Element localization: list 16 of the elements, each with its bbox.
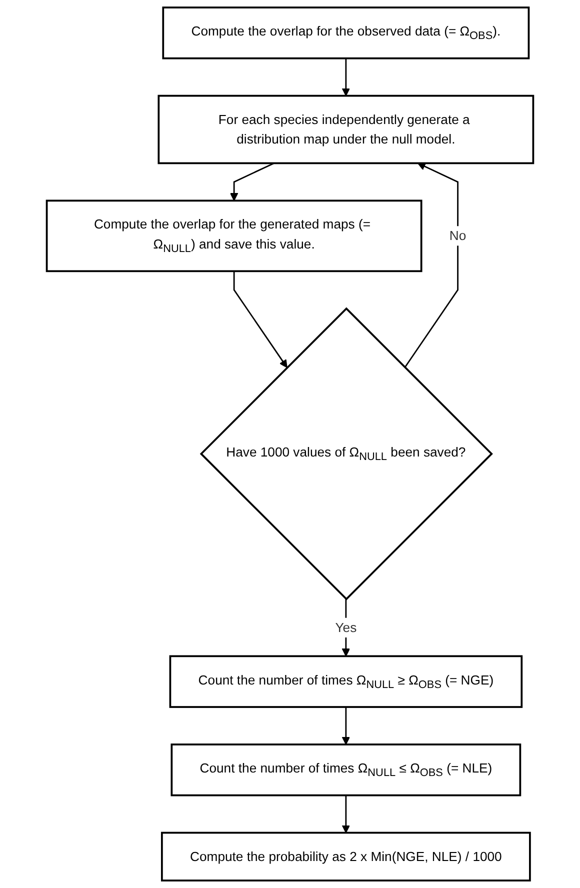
edge-label: Yes: [335, 620, 357, 635]
node-box: Compute the overlap for the generated maps (= Ω$_{NULL}$) and save this value.: [46, 200, 422, 272]
arrow: [230, 162, 274, 202]
node-box: Count the number of times Ω$_{NULL}$ ≥ Ω$_{OBS}$ (= NGE): [169, 655, 523, 708]
arrow: [342, 707, 350, 745]
arrow: [342, 599, 350, 657]
node-box: For each species independently generate a distribution map under the null model.: [158, 94, 534, 164]
node-box: Compute the overlap for the observed data (= Ω$_{OBS}$).: [162, 6, 530, 60]
node-box: Count the number of times Ω$_{NULL}$ ≤ Ω$_{OBS}$ (= NLE): [170, 744, 522, 796]
edge-label: No: [449, 228, 466, 243]
node-box: Compute the probability as 2 x Min(NGE, NLE) / 1000: [160, 832, 531, 882]
arrow: [342, 795, 350, 834]
arrow: [404, 162, 458, 368]
arrow: [342, 58, 350, 96]
arrow: [233, 271, 288, 368]
node-diamond: Have 1000 values of Ω$_{NULL}$ been saved?: [200, 307, 493, 600]
